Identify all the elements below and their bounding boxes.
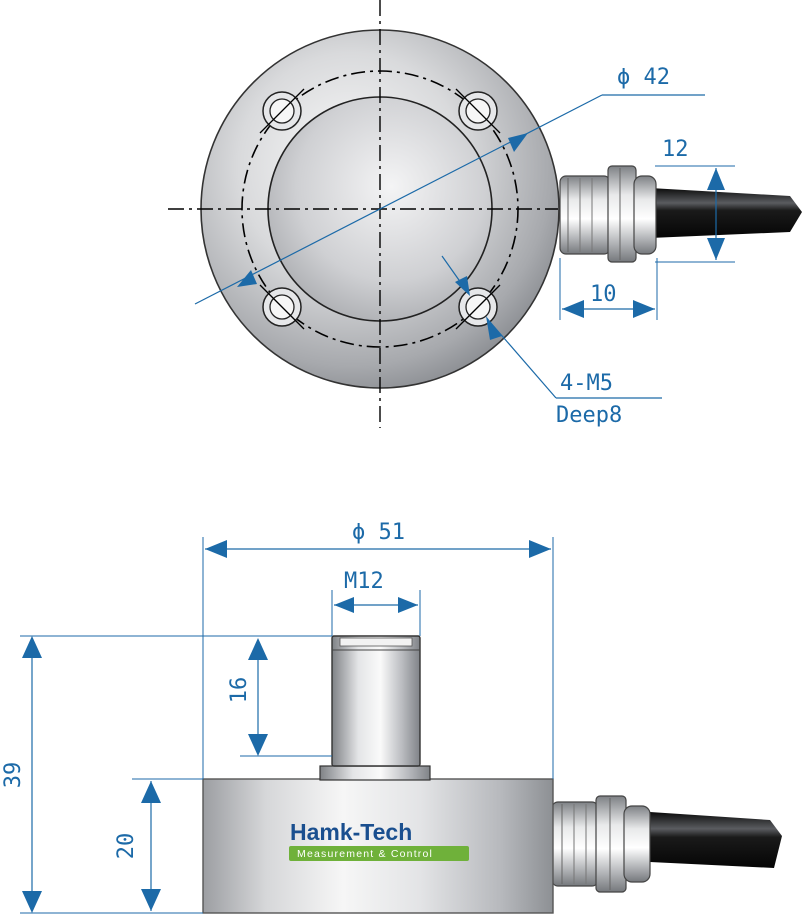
bolt-hole-bl bbox=[259, 284, 305, 330]
side-view: Hamk-Tech Measurement & Control ϕ 51 M12 bbox=[1, 520, 782, 914]
stud-base-washer bbox=[319, 765, 431, 781]
bolt-hole-br bbox=[455, 284, 501, 330]
dim-bolt-circle-leader bbox=[194, 94, 705, 305]
dim-bolt-circle-label: ϕ 42 bbox=[617, 65, 670, 90]
dim-thread-spec-label: 4-M5 bbox=[560, 371, 613, 396]
side-cable-gland bbox=[551, 795, 651, 893]
dim-total-height-label: 39 bbox=[1, 762, 26, 789]
dim-stud-height-lines bbox=[20, 635, 332, 757]
brand-tagline: Measurement & Control bbox=[297, 848, 433, 860]
dim-body-height-label: 20 bbox=[114, 833, 139, 860]
dim-body-height-lines bbox=[132, 778, 203, 911]
bolt-hole-tr bbox=[455, 88, 501, 134]
dim-cable-dia-label: 12 bbox=[662, 137, 689, 162]
side-cable bbox=[650, 812, 782, 868]
dim-gland-len-lines bbox=[559, 258, 658, 320]
dim-cable-dia-lines bbox=[655, 165, 735, 263]
brand-logo: Hamk-Tech Measurement & Control bbox=[289, 819, 469, 861]
dim-thread-leader bbox=[441, 255, 662, 399]
top-view: ϕ 42 12 10 4-M5 Deep8 bbox=[168, 0, 802, 428]
brand-name: Hamk-Tech bbox=[290, 819, 412, 845]
dim-thread-depth-label: Deep8 bbox=[556, 403, 622, 428]
dim-gland-len-label: 10 bbox=[590, 282, 617, 307]
stud bbox=[331, 635, 421, 767]
dim-stud-thread-label: M12 bbox=[344, 569, 384, 594]
bolt-hole-tl bbox=[259, 88, 305, 134]
dim-body-dia-lines bbox=[202, 537, 554, 779]
dim-body-dia-label: ϕ 51 bbox=[352, 520, 405, 545]
top-cable bbox=[650, 188, 802, 238]
brand-tagline-bar bbox=[289, 846, 469, 861]
dim-stud-thread-lines bbox=[331, 590, 421, 636]
dim-total-height-lines bbox=[20, 636, 203, 914]
top-cable-gland bbox=[559, 165, 657, 263]
dim-stud-height-label: 16 bbox=[227, 677, 252, 704]
